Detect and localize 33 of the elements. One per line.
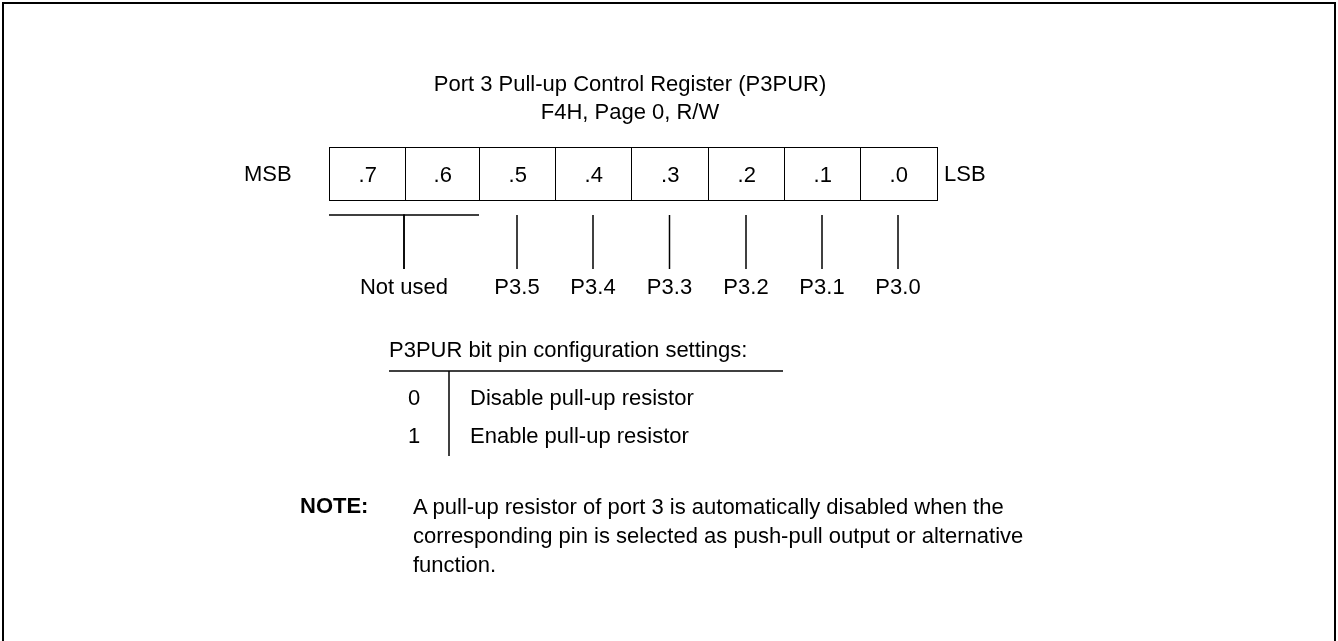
register-bit-cell: .7: [329, 147, 407, 201]
lsb-label: LSB: [944, 160, 986, 188]
connector-line: [516, 214, 518, 270]
connector-line: [821, 214, 823, 270]
note-label: NOTE:: [300, 492, 369, 520]
note-text: A pull-up resistor of port 3 is automatically disabled when the corresponding pin is selected as push-pull output or alternative function.: [413, 493, 1025, 579]
register-title: Port 3 Pull-up Control Register (P3PUR): [433, 70, 827, 98]
register-bit-cell: .6: [405, 147, 481, 201]
connector-line: [403, 214, 480, 270]
register-bit-cell: .0: [860, 147, 938, 201]
bit-function-label: P3.4: [570, 272, 616, 302]
register-bit-cell: .4: [555, 147, 633, 201]
table-heading: P3PUR bit pin configuration settings:: [389, 336, 748, 364]
bit-function-label: P3.2: [723, 272, 769, 302]
register-bit-cell: .2: [708, 147, 786, 201]
bit-value: 0: [407, 384, 421, 412]
subtitle: F4H, Page 0, R/W: [540, 98, 720, 126]
bit-function-label: P3.1: [799, 272, 845, 302]
setting-description: Disable pull-up resistor: [470, 384, 694, 412]
bit-function-label: P3.0: [875, 272, 921, 302]
register-bit-cell: .3: [631, 147, 710, 201]
connector-line: [745, 214, 747, 270]
connector-line: [592, 214, 594, 270]
bit-function-label: Not used: [359, 272, 449, 302]
register-bit-cell: .1: [784, 147, 862, 201]
bit-function-label: P3.5: [494, 272, 540, 302]
bit-function-label: P3.3: [646, 272, 693, 302]
connector-line: [668, 214, 671, 270]
bit-value: 1: [407, 422, 421, 450]
register-bit-cell: .5: [479, 147, 557, 201]
setting-description: Enable pull-up resistor: [470, 422, 689, 450]
msb-label: MSB: [244, 160, 292, 188]
connector-line: [897, 214, 899, 270]
